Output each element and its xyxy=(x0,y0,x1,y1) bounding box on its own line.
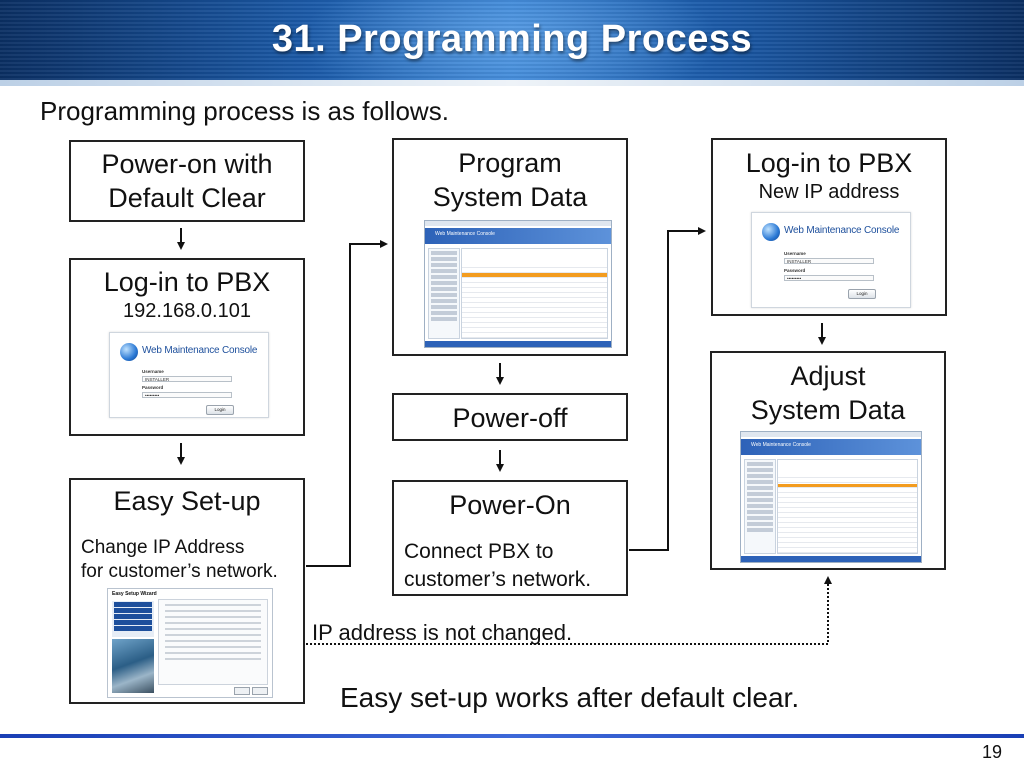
step-adjust-system-data: Adjust System Data Web Maintenance Conso… xyxy=(710,351,946,570)
step-program-system-data: Program System Data Web Maintenance Cons… xyxy=(392,138,628,356)
globe-logo-icon xyxy=(762,223,780,241)
thumb-brand: Web Maintenance Console xyxy=(142,345,258,356)
step-note-2: for customer’s network. xyxy=(81,561,278,582)
step-power-on-default-clear: Power-on with Default Clear xyxy=(69,140,305,222)
thumb-login-button: Login xyxy=(206,405,234,415)
connector-label: IP address is not changed. xyxy=(312,620,573,645)
globe-logo-icon xyxy=(120,343,138,361)
intro-text: Programming process is as follows. xyxy=(40,96,449,126)
thumb-brand: Web Maintenance Console xyxy=(751,442,811,448)
bottom-rule xyxy=(0,734,1024,738)
step-subtitle: 192.168.0.101 xyxy=(123,300,251,322)
login-screenshot: Web Maintenance Console Username INSTALL… xyxy=(751,212,911,308)
thumb-password-label: Password xyxy=(142,385,164,390)
thumb-username-field: INSTALLER xyxy=(142,376,232,382)
step-note-2: customer’s network. xyxy=(404,568,592,591)
step-line-2: System Data xyxy=(750,395,906,425)
step-easy-setup: Easy Set-up Change IP Address for custom… xyxy=(69,478,305,704)
thumb-wizard-pane xyxy=(158,599,268,685)
footer-note: Easy set-up works after default clear. xyxy=(340,682,800,713)
thumb-password-field: ••••••••• xyxy=(784,275,874,281)
step-power-off: Power-off xyxy=(392,393,628,441)
thumb-wizard-photo xyxy=(112,639,154,693)
login-screenshot: Web Maintenance Console Username INSTALL… xyxy=(109,332,269,418)
step-login-default-ip: Log-in to PBX 192.168.0.101 Web Maintena… xyxy=(69,258,305,436)
thumb-brand: Web Maintenance Console xyxy=(784,225,900,236)
console-screenshot: Web Maintenance Console xyxy=(424,220,612,348)
thumb-username-field: INSTALLER xyxy=(784,258,874,264)
slide-title: 31. Programming Process xyxy=(271,18,753,60)
step-title: Power-off xyxy=(452,403,568,433)
thumb-password-field: ••••••••• xyxy=(142,392,232,398)
thumb-login-button: Login xyxy=(848,289,876,299)
thumb-main-pane xyxy=(461,248,608,339)
step-note-1: Change IP Address xyxy=(81,537,245,558)
step-line-2: System Data xyxy=(432,182,588,212)
thumb-main-pane xyxy=(777,459,918,554)
step-title: Log-in to PBX xyxy=(103,267,271,297)
thumb-password-label: Password xyxy=(784,268,806,273)
thumb-wizard-button xyxy=(234,687,250,695)
thumb-wizard-title: Easy Setup Wizard xyxy=(112,591,157,597)
banner-rule xyxy=(0,80,1024,86)
step-login-new-ip: Log-in to PBX New IP address Web Mainten… xyxy=(711,138,947,316)
thumb-sidebar xyxy=(744,459,776,554)
thumb-wizard-button xyxy=(252,687,268,695)
step-title: Log-in to PBX xyxy=(745,148,913,178)
step-title: Power-On xyxy=(449,490,571,520)
step-power-on: Power-On Connect PBX to customer’s netwo… xyxy=(392,480,628,596)
page-number: 19 xyxy=(981,742,1002,762)
arrow-setup-to-program xyxy=(306,240,388,567)
thumb-username-label: Username xyxy=(142,369,164,374)
dotted-connector xyxy=(306,576,832,645)
thumb-brand: Web Maintenance Console xyxy=(435,231,495,237)
title-banner xyxy=(0,0,1024,80)
console-screenshot: Web Maintenance Console xyxy=(740,431,922,563)
step-line-2: Default Clear xyxy=(108,183,266,213)
step-line-1: Adjust xyxy=(790,361,866,391)
step-subtitle: New IP address xyxy=(758,181,900,203)
wizard-screenshot: Easy Setup Wizard xyxy=(107,588,273,698)
step-line-1: Power-on with xyxy=(101,149,273,179)
step-line-1: Program xyxy=(458,148,562,178)
thumb-username-label: Username xyxy=(784,251,806,256)
step-title: Easy Set-up xyxy=(113,486,261,516)
step-note-1: Connect PBX to xyxy=(404,540,554,563)
thumb-sidebar xyxy=(428,248,460,339)
banner-texture xyxy=(0,0,1024,80)
banner-glow xyxy=(300,0,720,80)
thumb-wizard-menu xyxy=(112,601,154,637)
arrow-poweron-to-login xyxy=(629,227,706,551)
